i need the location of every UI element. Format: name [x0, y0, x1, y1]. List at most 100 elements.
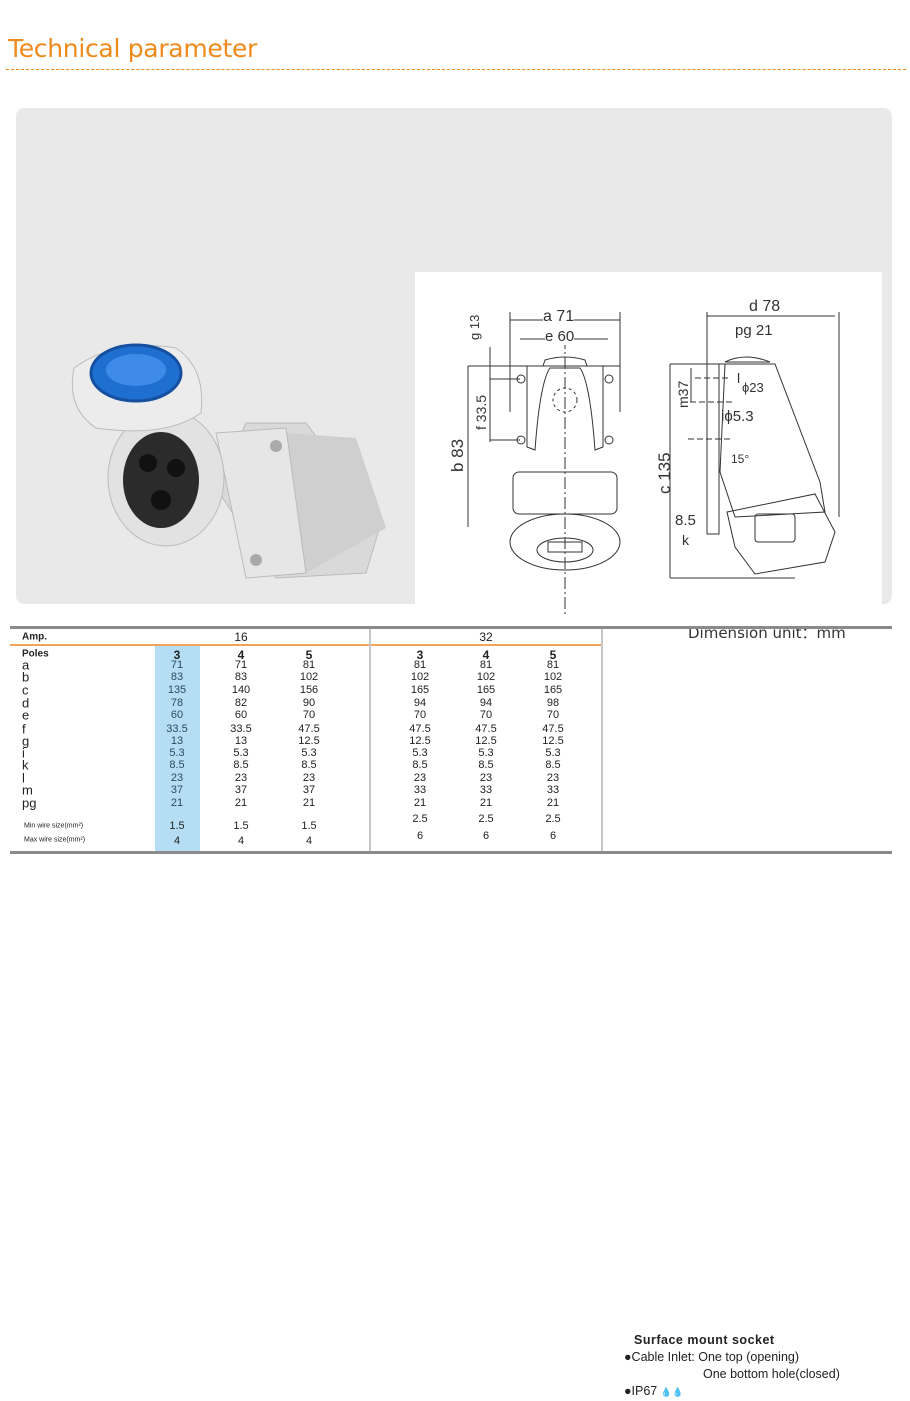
dim-angle: 15°: [731, 452, 750, 466]
column-divider: [601, 629, 603, 851]
highlighted-column: [155, 644, 200, 851]
dim-k: k: [682, 532, 689, 548]
table-cell: 5.3: [233, 747, 249, 759]
parameter-table: Amp. 16 32 Poles Surface mount socket ●C…: [10, 626, 892, 1398]
table-cell: 135: [167, 684, 187, 696]
info-ip-rating: ●IP67: [624, 1384, 658, 1398]
table-cell: 5.3: [169, 747, 185, 759]
table-cell: 165: [476, 684, 496, 696]
table-cell: 83: [234, 671, 248, 683]
table-cell: 8.5: [233, 759, 249, 771]
dim-m: m37: [675, 380, 691, 408]
max-wire-label: Max wire size(mm²): [24, 836, 86, 844]
table-cell: 8.5: [545, 759, 561, 771]
row-label: g: [22, 733, 30, 749]
table-cell: 82: [234, 697, 248, 709]
dim-d: d 78: [749, 298, 781, 315]
dim-l-diameter: ϕ23: [742, 380, 764, 395]
poles-label: Poles: [22, 648, 49, 660]
amp-16: 16: [234, 630, 248, 644]
row-label: pg: [22, 795, 37, 811]
table-top-border: [10, 626, 892, 629]
table-cell: 70: [302, 709, 316, 721]
table-cell: 156: [299, 684, 319, 696]
dim-e: e 60: [545, 328, 575, 345]
table-cell: 33.5: [166, 723, 188, 735]
table-cell: 165: [410, 684, 430, 696]
table-cell: 13: [170, 735, 184, 747]
table-cell: 70: [479, 709, 493, 721]
table-cell: 71: [170, 659, 184, 671]
table-cell: 33: [479, 784, 493, 796]
table-cell: 78: [170, 697, 184, 709]
table-cell: 47.5: [542, 723, 564, 735]
dim-pg: pg 21: [735, 322, 773, 339]
max-wire-value: 4: [173, 835, 181, 847]
table-cell: 90: [302, 697, 316, 709]
table-cell: 102: [543, 671, 563, 683]
table-cell: 12.5: [409, 735, 431, 747]
table-cell: 21: [546, 797, 560, 809]
min-wire-value: 1.5: [301, 820, 317, 832]
amp-label: Amp.: [22, 631, 47, 643]
dim-b: b 83: [448, 438, 467, 472]
product-photo: [71, 343, 386, 579]
table-cell: 81: [546, 659, 560, 671]
row-label: d: [22, 695, 30, 711]
table-cell: 5.3: [478, 747, 494, 759]
table-cell: 13: [234, 735, 248, 747]
table-cell: 70: [546, 709, 560, 721]
table-cell: 21: [413, 797, 427, 809]
poles-value: 5: [549, 648, 557, 662]
page-title: Technical parameter: [8, 34, 258, 63]
table-bottom-border: [10, 851, 892, 854]
table-cell: 60: [234, 709, 248, 721]
header-divider: [10, 644, 602, 646]
table-cell: 5.3: [545, 747, 561, 759]
table-cell: 102: [410, 671, 430, 683]
table-cell: 98: [546, 697, 560, 709]
water-drops-icon: 💧💧: [660, 1387, 684, 1397]
poles-value: 3: [416, 648, 424, 662]
min-wire-value: 2.5: [545, 813, 561, 825]
row-label: a: [22, 657, 30, 673]
max-wire-value: 6: [482, 830, 490, 842]
poles-value: 4: [237, 648, 245, 662]
table-cell: 33: [546, 784, 560, 796]
table-cell: 33.5: [230, 723, 252, 735]
table-cell: 81: [413, 659, 427, 671]
dim-k-value: 8.5: [675, 512, 696, 529]
table-cell: 8.5: [478, 759, 494, 771]
table-cell: 8.5: [301, 759, 317, 771]
table-cell: 5.3: [412, 747, 428, 759]
title-divider: [6, 69, 906, 70]
row-label: m: [22, 782, 33, 798]
max-wire-value: 6: [549, 830, 557, 842]
table-cell: 8.5: [412, 759, 428, 771]
table-cell: 23: [413, 772, 427, 784]
table-cell: 5.3: [301, 747, 317, 759]
table-cell: 70: [413, 709, 427, 721]
poles-value: 3: [173, 648, 181, 662]
dimension-drawing: a 71 e 60 g 13 f 33.5 b 83 d 78 pg 21 m3…: [415, 272, 882, 668]
dim-i: iϕ5.3: [721, 408, 754, 425]
table-cell: 140: [231, 684, 251, 696]
table-cell: 47.5: [298, 723, 320, 735]
min-wire-value: 2.5: [412, 813, 428, 825]
poles-value: 4: [482, 648, 490, 662]
table-cell: 23: [302, 772, 316, 784]
table-cell: 33: [413, 784, 427, 796]
min-wire-value: 2.5: [478, 813, 494, 825]
table-cell: 12.5: [542, 735, 564, 747]
table-cell: 12.5: [475, 735, 497, 747]
min-wire-value: 1.5: [233, 820, 249, 832]
table-cell: 102: [299, 671, 319, 683]
info-title: Surface mount socket: [634, 1333, 775, 1347]
table-cell: 94: [413, 697, 427, 709]
table-cell: 37: [234, 784, 248, 796]
dim-a: a 71: [543, 308, 575, 326]
table-cell: 21: [234, 797, 248, 809]
amp-32: 32: [479, 630, 493, 644]
min-wire-label: Min wire size(mm²): [24, 822, 84, 830]
table-cell: 102: [476, 671, 496, 683]
